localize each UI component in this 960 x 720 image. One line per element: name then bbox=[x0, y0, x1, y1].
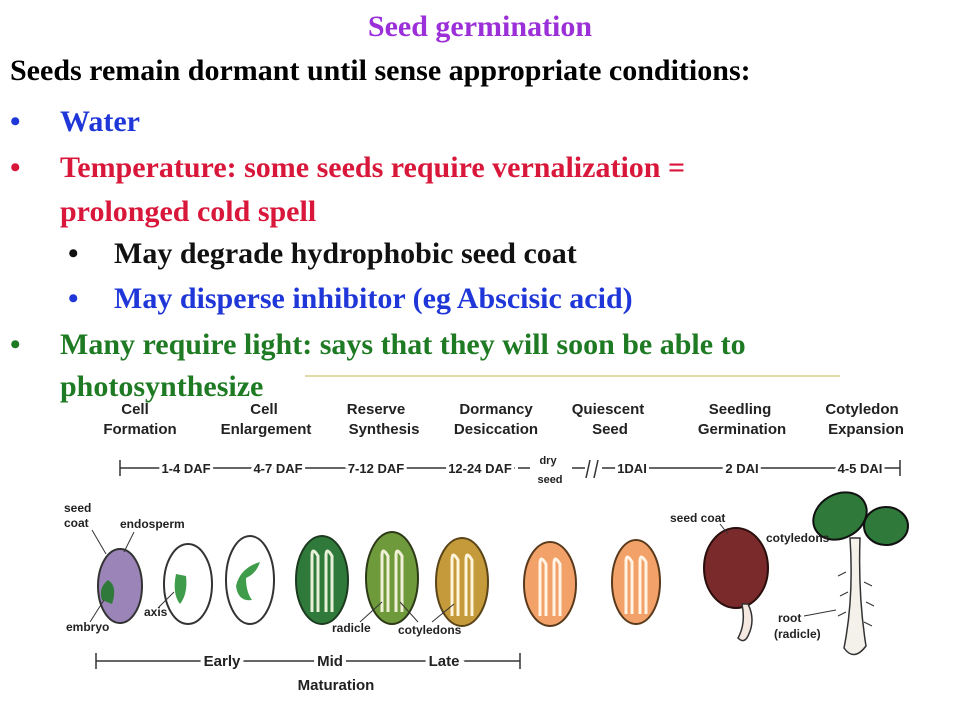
phase-maturation: Maturation bbox=[298, 677, 375, 694]
label-axis: axis bbox=[144, 605, 168, 619]
stage-3-line2: Synthesis bbox=[349, 421, 420, 438]
stage-2-line1: Cell bbox=[250, 401, 278, 418]
stage-headers: Cell Formation Cell Enlargement Reserve … bbox=[103, 401, 904, 438]
stage-7-line1: Cotyledon bbox=[825, 401, 898, 418]
phase-early: Early bbox=[204, 653, 241, 670]
stage-5-line1: Quiescent bbox=[572, 401, 645, 418]
stage-6-line2: Germination bbox=[698, 421, 786, 438]
stage-6-line1: Seedling bbox=[709, 401, 772, 418]
seedling bbox=[812, 491, 909, 656]
label-coat: coat bbox=[64, 516, 89, 530]
label-embryo: embryo bbox=[66, 620, 109, 634]
timeline: 1-4 DAF 4-7 DAF 7-12 DAF 12-24 DAF dry s… bbox=[119, 455, 901, 486]
seed-stage-4 bbox=[295, 535, 349, 625]
stage-4-line2: Desiccation bbox=[454, 421, 538, 438]
timeline-label-4: 12-24 DAF bbox=[448, 461, 512, 476]
label-seed-coat: seed coat bbox=[670, 511, 725, 525]
bullet-text-cont: photosynthesize bbox=[60, 370, 264, 403]
bullet-dot: • bbox=[68, 282, 79, 315]
seed-stage-7 bbox=[523, 541, 577, 627]
bullet-text: Many require light: says that they will … bbox=[60, 328, 746, 361]
intro-text: Seeds remain dormant until sense appropr… bbox=[10, 54, 751, 87]
timeline-label-3: 7-12 DAF bbox=[348, 461, 404, 476]
stage-1-line1: Cell bbox=[121, 401, 149, 418]
seed-stage-1 bbox=[97, 548, 143, 624]
stage-2-line2: Enlargement bbox=[221, 421, 312, 438]
bullet-dot: • bbox=[10, 105, 21, 138]
label-cotyledons: cotyledons bbox=[398, 623, 462, 637]
bullet-text: Temperature: some seeds require vernaliz… bbox=[60, 151, 686, 184]
bullet-text: May degrade hydrophobic seed coat bbox=[114, 237, 577, 270]
seed-stage-6 bbox=[435, 537, 489, 627]
timeline-label-2dai: 2 DAI bbox=[725, 461, 758, 476]
label-root: root bbox=[778, 611, 801, 625]
bullet-dot: • bbox=[10, 151, 21, 184]
timeline-label-45dai: 4-5 DAI bbox=[838, 461, 883, 476]
bullet-text-cont: prolonged cold spell bbox=[60, 195, 317, 228]
phase-late: Late bbox=[429, 653, 460, 670]
label-cotyledons-right: cotyledons bbox=[766, 531, 830, 545]
bullet-text: Water bbox=[60, 105, 140, 138]
bullet-text: May disperse inhibitor (eg Abscisic acid… bbox=[114, 282, 633, 315]
stage-4-line1: Dormancy bbox=[459, 401, 533, 418]
label-radicle-right: (radicle) bbox=[774, 627, 821, 641]
label-seed: seed bbox=[64, 501, 91, 515]
seed-stage-8 bbox=[611, 539, 661, 625]
bullet-dot: • bbox=[68, 237, 79, 270]
slide-title: Seed germination bbox=[367, 10, 593, 43]
timeline-label-2: 4-7 DAF bbox=[253, 461, 302, 476]
timeline-dry: dry bbox=[539, 455, 557, 467]
phase-mid: Mid bbox=[317, 653, 343, 670]
timeline-label-1dai: 1DAI bbox=[617, 461, 647, 476]
seed-germinating bbox=[703, 527, 769, 642]
stage-5-line2: Seed bbox=[592, 421, 628, 438]
seed-stage-3 bbox=[225, 535, 275, 625]
timeline-label-1: 1-4 DAF bbox=[161, 461, 210, 476]
part-labels: seed coat endosperm embryo axis radicle … bbox=[64, 501, 837, 641]
seed-stage-2 bbox=[163, 543, 213, 625]
timeline-seed: seed bbox=[537, 474, 562, 486]
stage-3-line1: Reserve bbox=[347, 401, 405, 418]
bullet-dot: • bbox=[10, 328, 21, 361]
label-endosperm: endosperm bbox=[120, 517, 185, 531]
stage-1-line2: Formation bbox=[103, 421, 176, 438]
label-radicle: radicle bbox=[332, 621, 371, 635]
stage-7-line2: Expansion bbox=[828, 421, 904, 438]
seed-stage-5 bbox=[365, 531, 419, 625]
seed-development-diagram: Cell Formation Cell Enlargement Reserve … bbox=[64, 375, 909, 694]
maturation-bar: Early Mid Late Maturation bbox=[95, 649, 521, 694]
